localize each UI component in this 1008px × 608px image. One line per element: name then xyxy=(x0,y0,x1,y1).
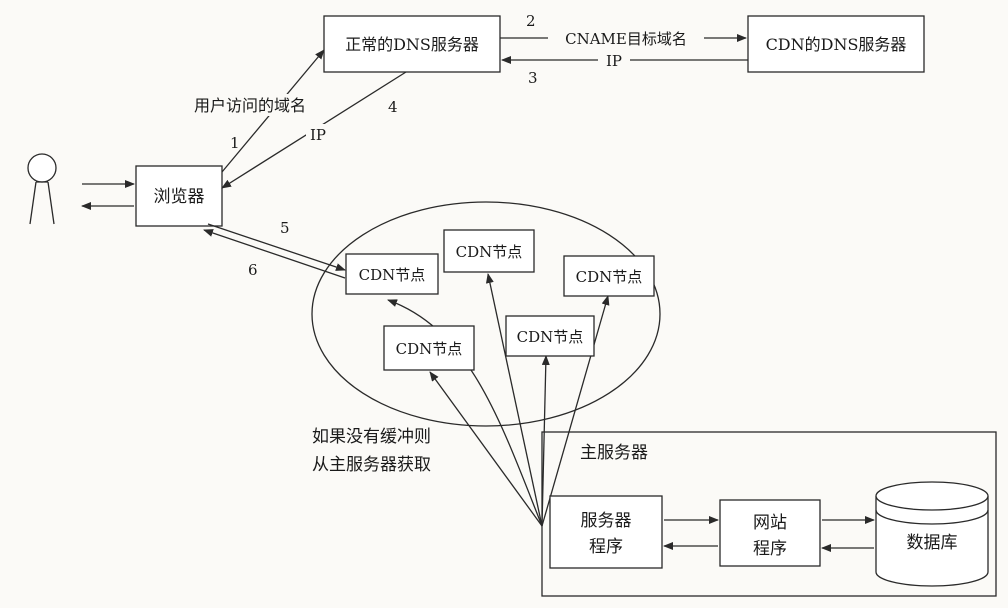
step-2-label: 2 xyxy=(526,12,536,30)
step-4-label: 4 xyxy=(388,98,398,116)
fallback-label-line1: 如果没有缓冲则 xyxy=(312,427,431,447)
domain-query-label: 用户访问的域名 xyxy=(194,96,306,115)
fallback-arrow-node-4 xyxy=(541,355,550,527)
database-cylinder xyxy=(875,481,989,587)
cdn-dns-box xyxy=(747,15,925,73)
fallback-label-line2: 从主服务器获取 xyxy=(312,455,431,475)
cdn-node-3 xyxy=(563,255,655,297)
cdn-dns-label: CDN的DNS服务器 xyxy=(766,35,907,54)
ip-return-label: IP xyxy=(310,126,326,144)
step-6-label: 6 xyxy=(248,261,258,279)
cdn-node-2 xyxy=(443,229,535,273)
cdn-cloud-ellipse xyxy=(311,201,661,427)
database-label: 数据库 xyxy=(907,533,958,553)
user-icon xyxy=(27,153,57,225)
cdn-node-5 xyxy=(505,315,595,357)
cdn-node-3-label: CDN节点 xyxy=(576,268,643,286)
cdn-to-browser-arrow xyxy=(203,229,346,279)
cdn-node-4 xyxy=(383,325,475,371)
cdn-node-1-label: CDN节点 xyxy=(359,266,426,284)
server-program-box xyxy=(549,495,663,569)
website-program-label-line1: 网站 xyxy=(753,513,787,533)
cname-label: CNAME目标域名 xyxy=(565,30,687,48)
browser-to-cdn-arrow xyxy=(207,223,346,271)
main-server-title: 主服务器 xyxy=(580,443,648,463)
website-program-box xyxy=(719,499,821,567)
step-3-label: 3 xyxy=(528,69,538,87)
website-program-label-line2: 程序 xyxy=(753,539,787,559)
cdn-dns-ip-label: IP xyxy=(606,52,622,70)
normal-dns-box xyxy=(323,15,501,73)
cdn-node-5-label: CDN节点 xyxy=(517,328,584,346)
main-server-container xyxy=(541,431,997,597)
browser-label: 浏览器 xyxy=(154,187,205,207)
cdn-node-1 xyxy=(345,253,439,295)
fallback-arrow-node-1 xyxy=(387,299,543,527)
step-1-label: 1 xyxy=(230,134,240,152)
fallback-arrow-node-2 xyxy=(485,273,543,527)
browser-box xyxy=(135,165,223,227)
cdn-node-2-label: CDN节点 xyxy=(456,243,523,261)
server-program-label-line2: 程序 xyxy=(589,537,623,557)
step-5-label: 5 xyxy=(280,219,290,237)
fallback-arrow-node-5 xyxy=(541,295,610,527)
fallback-arrow-node-3 xyxy=(429,371,543,527)
server-program-label-line1: 服务器 xyxy=(581,511,632,531)
cdn-node-4-label: CDN节点 xyxy=(396,340,463,358)
normal-dns-label: 正常的DNS服务器 xyxy=(345,35,479,54)
